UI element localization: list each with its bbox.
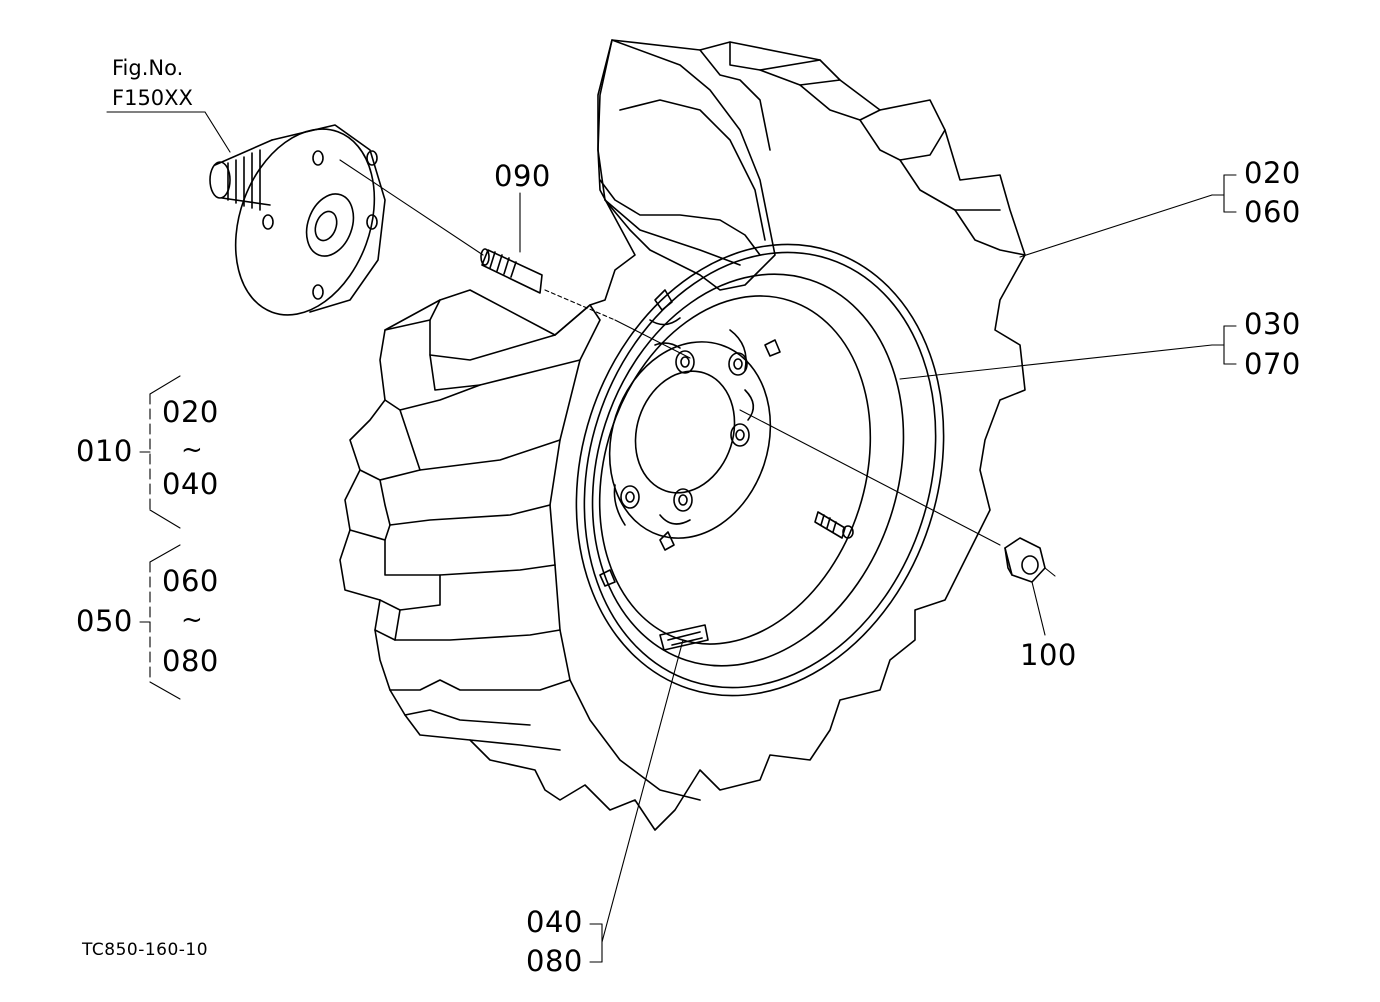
assembly-050-from: 060: [162, 564, 219, 598]
rim-center-disc: [608, 341, 772, 539]
tire-outline: [339, 39, 1026, 831]
axle-hub: [209, 124, 386, 316]
label-tire-a: 020: [1244, 156, 1301, 190]
assembly-050-range-sep: ~: [181, 605, 204, 635]
label-stud: 090: [494, 159, 551, 193]
figure-ref-title: Fig.No.: [112, 56, 184, 80]
label-rim-a: 030: [1244, 307, 1301, 341]
drawing-code: TC850-160-10: [82, 940, 209, 960]
wheel-nut: [1004, 537, 1046, 583]
figure-ref-number: F150XX: [112, 86, 193, 110]
rim-slot: [659, 624, 709, 651]
wheel-stud: [480, 248, 543, 294]
label-valve-b: 080: [526, 944, 583, 978]
valve-stem: [814, 511, 854, 539]
assembly-010-from: 020: [162, 395, 219, 429]
assembly-code-050: 050: [76, 604, 133, 638]
assembly-010-range-sep: ~: [181, 435, 204, 465]
assembly-010-to: 040: [162, 467, 219, 501]
label-tire-b: 060: [1244, 195, 1301, 229]
rim-center-bore: [634, 370, 736, 494]
assembly-code-010: 010: [76, 434, 133, 468]
rim-bolt-holes: [620, 350, 750, 512]
tire-top-lug: [597, 39, 776, 291]
label-rim-b: 070: [1244, 347, 1301, 381]
label-valve-a: 040: [526, 905, 583, 939]
rim-outer-edge: [575, 243, 945, 697]
assembly-050-to: 080: [162, 644, 219, 678]
label-nut: 100: [1020, 638, 1077, 672]
